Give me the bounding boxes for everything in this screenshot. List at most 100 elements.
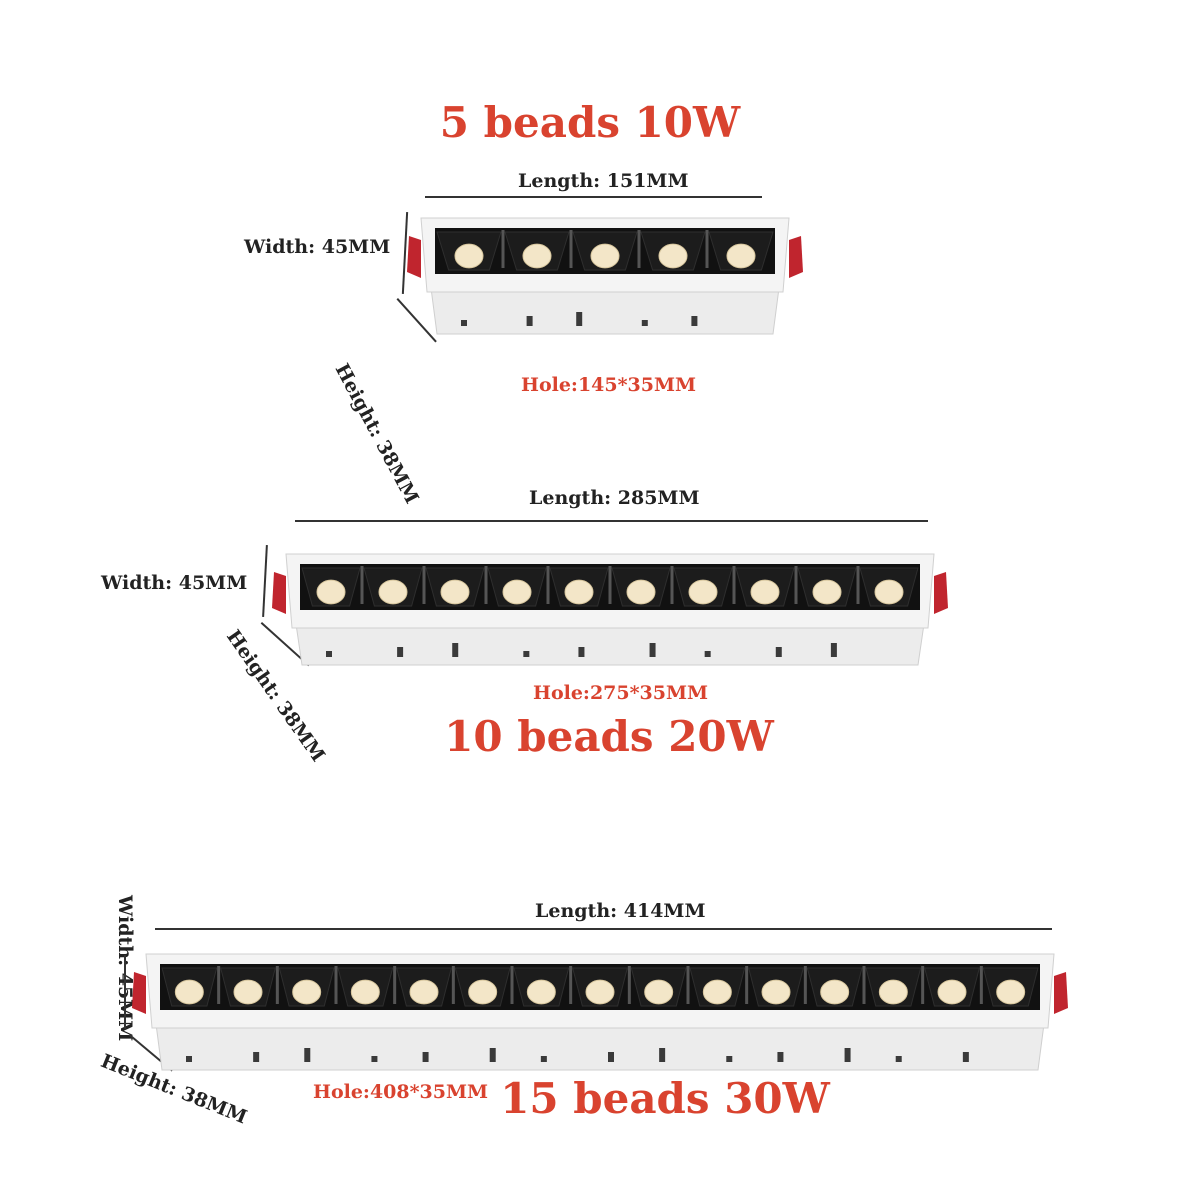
- vent-slot: [691, 316, 698, 326]
- vent-slot: [704, 651, 711, 657]
- spring-clip: [407, 236, 421, 278]
- vent-slot: [641, 320, 648, 326]
- vent-slot: [844, 1048, 851, 1062]
- width-label: Width: 45MM: [101, 572, 248, 594]
- led-bead: [937, 979, 967, 1005]
- cell-divider: [546, 566, 550, 604]
- led-bead: [726, 243, 756, 269]
- cell-divider: [569, 966, 573, 1004]
- cell-divider: [217, 966, 221, 1004]
- length-label: Length: 414MM: [535, 900, 706, 922]
- vent-slot: [578, 647, 585, 657]
- cell-divider: [422, 566, 426, 604]
- cell-divider: [627, 966, 631, 1004]
- spring-clip: [272, 572, 286, 614]
- cell-divider: [608, 566, 612, 604]
- spring-clip: [132, 972, 146, 1014]
- width-label: Width: 45MM: [244, 236, 391, 258]
- cell-divider: [637, 230, 641, 268]
- cell-divider: [921, 966, 925, 1004]
- fixture-body: [430, 287, 780, 335]
- vent-slot: [659, 1048, 666, 1062]
- hole-size-label: Hole:145*35MM: [521, 374, 697, 396]
- linear-light-fixture: [407, 217, 803, 335]
- cell-divider: [393, 966, 397, 1004]
- vent-slot: [962, 1052, 969, 1062]
- vent-slot: [777, 1052, 784, 1062]
- cell-divider: [862, 966, 866, 1004]
- led-bead: [233, 979, 263, 1005]
- linear-light-fixture: [272, 553, 948, 666]
- led-bead: [409, 979, 439, 1005]
- length-dimension-line: [295, 520, 928, 522]
- led-bead: [502, 579, 532, 605]
- vent-slot: [576, 312, 583, 326]
- led-bead: [564, 579, 594, 605]
- length-dimension-line: [425, 196, 762, 198]
- vent-slot: [523, 651, 530, 657]
- cell-divider: [705, 230, 709, 268]
- led-bead: [658, 243, 688, 269]
- vent-slot: [371, 1056, 378, 1062]
- hole-size-label: Hole:408*35MM: [313, 1081, 489, 1103]
- width-dimension-line: [262, 545, 268, 617]
- cell-divider: [451, 966, 455, 1004]
- vent-slot: [489, 1048, 496, 1062]
- vent-slot: [422, 1052, 429, 1062]
- cell-divider: [732, 566, 736, 604]
- cell-divider: [501, 230, 505, 268]
- fixture-body: [295, 623, 925, 666]
- cell-divider: [275, 966, 279, 1004]
- vent-slot: [397, 647, 404, 657]
- vent-slot: [452, 643, 459, 657]
- cell-divider: [569, 230, 573, 268]
- led-bead: [626, 579, 656, 605]
- led-bead: [874, 579, 904, 605]
- led-bead: [292, 979, 322, 1005]
- led-bead: [522, 243, 552, 269]
- led-bead: [702, 979, 732, 1005]
- led-bead: [761, 979, 791, 1005]
- vent-slot: [895, 1056, 902, 1062]
- vent-slot: [608, 1052, 614, 1062]
- vent-slot: [326, 651, 332, 657]
- vent-slot: [253, 1052, 260, 1062]
- spring-clip: [1054, 972, 1068, 1014]
- led-bead: [454, 243, 484, 269]
- led-bead: [526, 979, 556, 1005]
- led-bead: [590, 243, 620, 269]
- cell-divider: [360, 566, 364, 604]
- cell-divider: [794, 566, 798, 604]
- led-bead: [350, 979, 380, 1005]
- vent-slot: [526, 316, 533, 326]
- vent-slot: [461, 320, 467, 326]
- led-bead: [812, 579, 842, 605]
- cell-divider: [745, 966, 749, 1004]
- led-bead: [468, 979, 498, 1005]
- linear-light-fixture: [132, 953, 1068, 1071]
- cell-divider: [670, 566, 674, 604]
- led-bead: [750, 579, 780, 605]
- led-bead: [996, 979, 1026, 1005]
- cell-divider: [803, 966, 807, 1004]
- length-label: Length: 151MM: [518, 170, 689, 192]
- led-bead: [378, 579, 408, 605]
- vent-slot: [726, 1056, 733, 1062]
- height-label: Height: 38MM: [330, 360, 423, 508]
- led-bead: [316, 579, 346, 605]
- led-bead: [440, 579, 470, 605]
- fixture-body: [155, 1023, 1045, 1071]
- cell-divider: [979, 966, 983, 1004]
- vent-slot: [830, 643, 837, 657]
- length-label: Length: 285MM: [529, 487, 700, 509]
- led-bead: [820, 979, 850, 1005]
- vent-slot: [540, 1056, 547, 1062]
- led-bead: [585, 979, 615, 1005]
- spring-clip: [934, 572, 948, 614]
- cell-divider: [510, 966, 514, 1004]
- vent-slot: [649, 643, 656, 657]
- led-bead: [688, 579, 718, 605]
- vent-slot: [775, 647, 782, 657]
- vent-slot: [186, 1056, 192, 1062]
- cell-divider: [856, 566, 860, 604]
